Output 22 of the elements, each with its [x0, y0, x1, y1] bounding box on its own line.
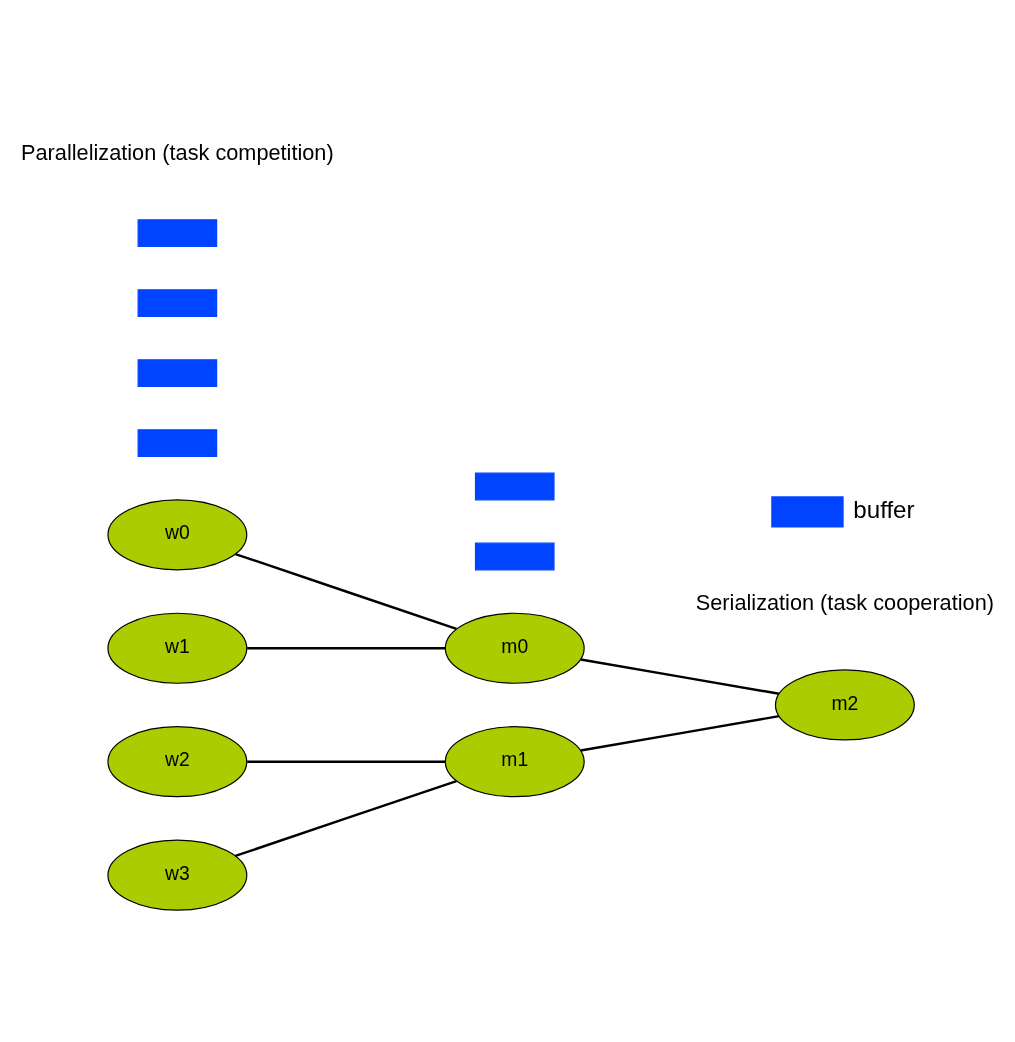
- label: Serialization (task cooperation): [695, 589, 994, 615]
- legend-label: buffer: [853, 495, 915, 523]
- connector: [580, 657, 780, 695]
- connector: [247, 760, 446, 763]
- node-box: [137, 358, 218, 387]
- node-ellipse: w3: [107, 839, 248, 911]
- node-ellipse: m2: [774, 668, 915, 741]
- node-ellipse: w1: [107, 612, 248, 684]
- node-box: [137, 288, 218, 317]
- node-box: [137, 428, 218, 457]
- node-box: [474, 542, 555, 570]
- node-ellipse: w2: [107, 725, 248, 797]
- connector: [235, 779, 457, 857]
- node-ellipse: m1: [444, 725, 585, 797]
- node-box: [474, 472, 555, 500]
- node-ellipse: w0: [107, 498, 248, 570]
- node-box: [137, 218, 218, 247]
- connector: [235, 552, 457, 630]
- label: Parallelization (task competition): [21, 139, 334, 165]
- connector: [580, 714, 780, 752]
- connector: [247, 646, 446, 649]
- node-ellipse: m0: [444, 612, 585, 684]
